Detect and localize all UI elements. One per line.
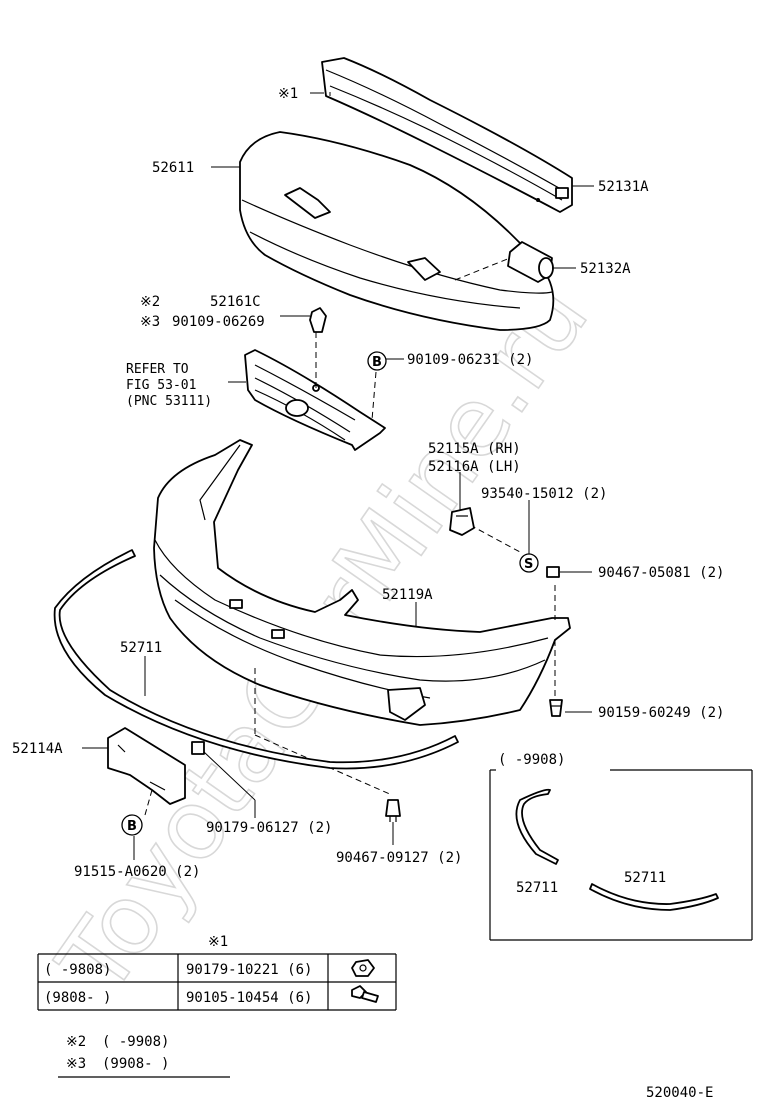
- label-90467-05081: 90467-05081 (2): [598, 565, 724, 581]
- table-title: ※1: [208, 934, 228, 950]
- label-note1: ※1: [278, 86, 298, 102]
- note-text: (9908- ): [102, 1056, 169, 1072]
- retainer-clip: [191, 741, 205, 755]
- table-cell-range: ( -9808): [44, 962, 111, 978]
- label-90159-60249: 90159-60249 (2): [598, 705, 724, 721]
- energy-absorber: [239, 131, 555, 331]
- label-90109-06231: 90109-06231 (2): [407, 352, 533, 368]
- label-refer-pnc: (PNC 53111): [126, 394, 212, 409]
- diagram-code: 520040-E: [646, 1085, 713, 1101]
- inset-label-b: 52711: [624, 870, 666, 886]
- label-note2: ※2: [140, 294, 160, 310]
- marker-b-upper: [367, 351, 387, 371]
- svg-text:B: B: [127, 819, 137, 834]
- bumper-molding: [53, 549, 459, 770]
- license-bracket: [107, 727, 186, 805]
- label-52115a: 52115A (RH): [428, 441, 521, 457]
- label-93540-15012: 93540-15012 (2): [481, 486, 607, 502]
- bolt-icon: [351, 985, 379, 1003]
- label-note3: ※3: [140, 314, 160, 330]
- table-row: (9808- ) 90105-10454 (6): [44, 985, 379, 1006]
- marker-b-lower: [121, 814, 143, 836]
- note-mark: ※2: [66, 1034, 86, 1050]
- label-52611: 52611: [152, 160, 194, 176]
- bumper-spacer: [507, 241, 554, 283]
- label-refer-to: REFER TO: [126, 362, 189, 377]
- bumper-cover: [153, 439, 571, 726]
- table-cell-part: 90105-10454 (6): [186, 990, 312, 1006]
- reinforcement-bar: [321, 57, 573, 213]
- label-52116a: 52116A (LH): [428, 459, 521, 475]
- inset-range-label: ( -9908): [498, 752, 565, 768]
- label-52131a: 52131A: [598, 179, 649, 195]
- label-52132a: 52132A: [580, 261, 631, 277]
- label-52161c: 52161C: [210, 294, 261, 310]
- table-cell-range: (9808- ): [44, 990, 111, 1006]
- screw: [549, 699, 563, 717]
- nut-icon: [351, 959, 375, 977]
- fastener-table: ※1 ( -9808) 90179-10221 (6) (9808- ) 901…: [37, 934, 397, 1011]
- grille-clip: [309, 307, 327, 333]
- note-mark: ※3: [66, 1056, 86, 1072]
- svg-text:B: B: [372, 355, 382, 370]
- notes: ※2 ( -9908) ※3 (9908- ): [58, 1034, 230, 1078]
- label-refer-fig: FIG 53-01: [126, 378, 196, 393]
- table-row: ( -9808) 90179-10221 (6): [44, 959, 375, 978]
- label-90109-06269: 90109-06269: [172, 314, 265, 330]
- inset-box: ( -9908) 52711 52711: [489, 752, 753, 941]
- label-52114a: 52114A: [12, 741, 63, 757]
- label-52711: 52711: [120, 640, 162, 656]
- label-90467-09127: 90467-09127 (2): [336, 850, 462, 866]
- note-text: ( -9908): [102, 1034, 169, 1050]
- inset-label-a: 52711: [516, 880, 558, 896]
- label-90179-06127: 90179-06127 (2): [206, 820, 332, 836]
- radiator-grille: [244, 349, 386, 451]
- label-52119a: 52119A: [382, 587, 433, 603]
- side-bracket: [449, 507, 475, 536]
- push-clip: [385, 799, 401, 822]
- svg-text:S: S: [524, 557, 533, 572]
- clip-nut: [546, 566, 560, 578]
- label-91515-a0620: 91515-A0620 (2): [74, 864, 200, 880]
- table-cell-part: 90179-10221 (6): [186, 962, 312, 978]
